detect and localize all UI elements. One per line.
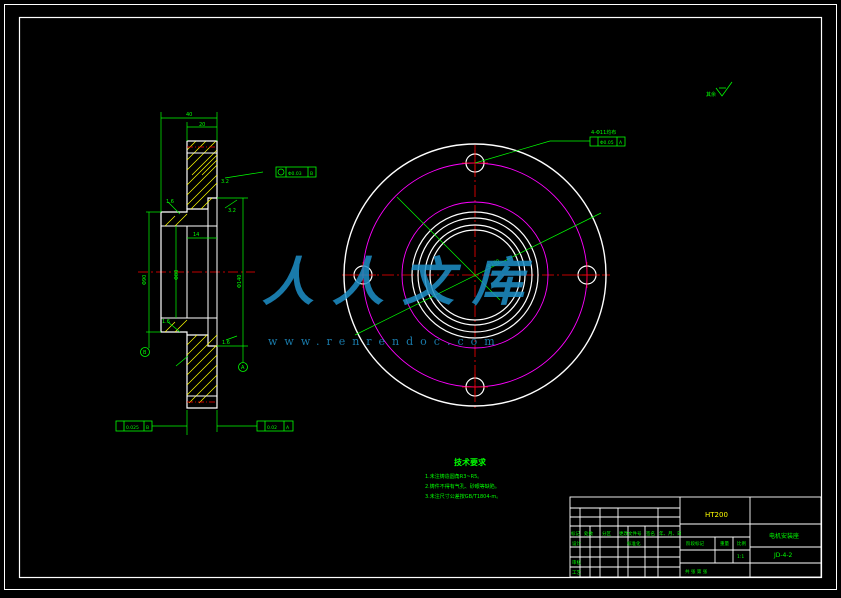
tb-sheet: 共 张 第 张 bbox=[685, 568, 708, 575]
tb-drawing-title: 电机安装座 bbox=[769, 532, 799, 540]
section-view bbox=[115, 112, 317, 435]
fcf-position-value: Φ0.05 bbox=[600, 140, 614, 146]
fcf-coaxiality bbox=[275, 166, 317, 178]
dim-inner-dia: Φ90 bbox=[142, 275, 148, 285]
fcf-flatness-left-datum: B bbox=[146, 425, 149, 431]
tech-req-heading: 技术要求 bbox=[454, 457, 487, 467]
datum-a-label: A bbox=[241, 365, 245, 371]
tb-header-mark: 标记 bbox=[571, 530, 580, 537]
dim-bolt-circle: Φ180 bbox=[486, 258, 501, 269]
tb-header-zone: 分区 bbox=[602, 530, 611, 537]
tech-req-item: 1.未注铸造圆角R3~R5。 bbox=[425, 473, 482, 480]
tech-req-item: 3.未注尺寸公差按GB/T1804-m。 bbox=[425, 493, 501, 500]
tb-row-process: 工艺 bbox=[572, 570, 581, 576]
tb-row-review: 审核 bbox=[572, 559, 581, 566]
tb-scale-value: 1:1 bbox=[737, 554, 744, 560]
datum-b-marker bbox=[140, 347, 150, 357]
fcf-flatness-right bbox=[256, 420, 294, 432]
dim-inner-length: 14 bbox=[193, 232, 199, 238]
tb-stage: 阶段标记 bbox=[686, 540, 704, 547]
dim-chamfer-4: 3.2 bbox=[221, 179, 229, 185]
tb-scale-label: 比例 bbox=[737, 540, 746, 547]
tb-weight: 重量 bbox=[720, 540, 729, 547]
fcf-flatness-right-datum: A bbox=[286, 425, 290, 431]
tb-header-count: 处数 bbox=[584, 530, 593, 537]
tb-row-design: 设计 bbox=[572, 540, 581, 547]
tb-std: 标准化 bbox=[627, 540, 641, 547]
front-view bbox=[342, 136, 626, 408]
dim-chamfer-5: 3.2 bbox=[228, 208, 236, 214]
title-block: 标记 处数 分区 更改文件号 签名 年、月、日 设计 审核 工艺 标准化 阶段标… bbox=[569, 496, 822, 578]
tb-material: HT200 bbox=[705, 511, 728, 519]
tech-requirements: 技术要求 1.未注铸造圆角R3~R5。 2.铸件不得有气孔、砂眼等缺陷。 3.未… bbox=[425, 457, 501, 500]
tech-req-item: 2.铸件不得有气孔、砂眼等缺陷。 bbox=[425, 483, 500, 490]
fcf-coaxiality-datum: B bbox=[310, 171, 313, 177]
tb-header-date: 年、月、日 bbox=[659, 530, 682, 537]
watermark-url: www.renrendoc.com bbox=[268, 335, 502, 348]
dim-boss-width: 20 bbox=[199, 122, 205, 128]
fcf-flatness-left bbox=[115, 420, 153, 432]
watermark-text: 人人文库 bbox=[262, 252, 542, 313]
tb-drawing-number: JD-4-2 bbox=[773, 552, 793, 559]
inner-frame bbox=[18, 16, 823, 579]
fcf-flatness-right-value: 0.02 bbox=[267, 425, 277, 431]
fcf-position-datum: A bbox=[619, 140, 623, 146]
datum-b-label: B bbox=[143, 350, 147, 356]
outer-frame bbox=[4, 4, 837, 590]
roughness-note: 其余 bbox=[706, 91, 716, 98]
fcf-flatness-left-value: 0.025 bbox=[126, 425, 139, 431]
tb-header-change: 更改文件号 bbox=[619, 530, 642, 537]
dim-bore-dia: Φ80 bbox=[174, 270, 180, 280]
dim-chamfer-2: 1.6 bbox=[162, 319, 170, 325]
dim-chamfer-1: 1.6 bbox=[166, 199, 174, 205]
watermark: 人人文库 www.renrendoc.com bbox=[262, 252, 542, 348]
fcf-position bbox=[589, 136, 626, 147]
dim-flange-dia: Φ140 bbox=[237, 275, 243, 288]
dim-overall-width: 40 bbox=[186, 112, 192, 118]
dim-chamfer-3: 1.6 bbox=[222, 340, 230, 346]
tb-header-sign: 签名 bbox=[646, 530, 655, 537]
roughness-symbol bbox=[715, 81, 733, 97]
fcf-coaxiality-value: Φ0.03 bbox=[288, 171, 302, 177]
hole-callout: 4-Φ11均布 bbox=[591, 129, 616, 136]
datum-a-marker bbox=[238, 362, 248, 372]
